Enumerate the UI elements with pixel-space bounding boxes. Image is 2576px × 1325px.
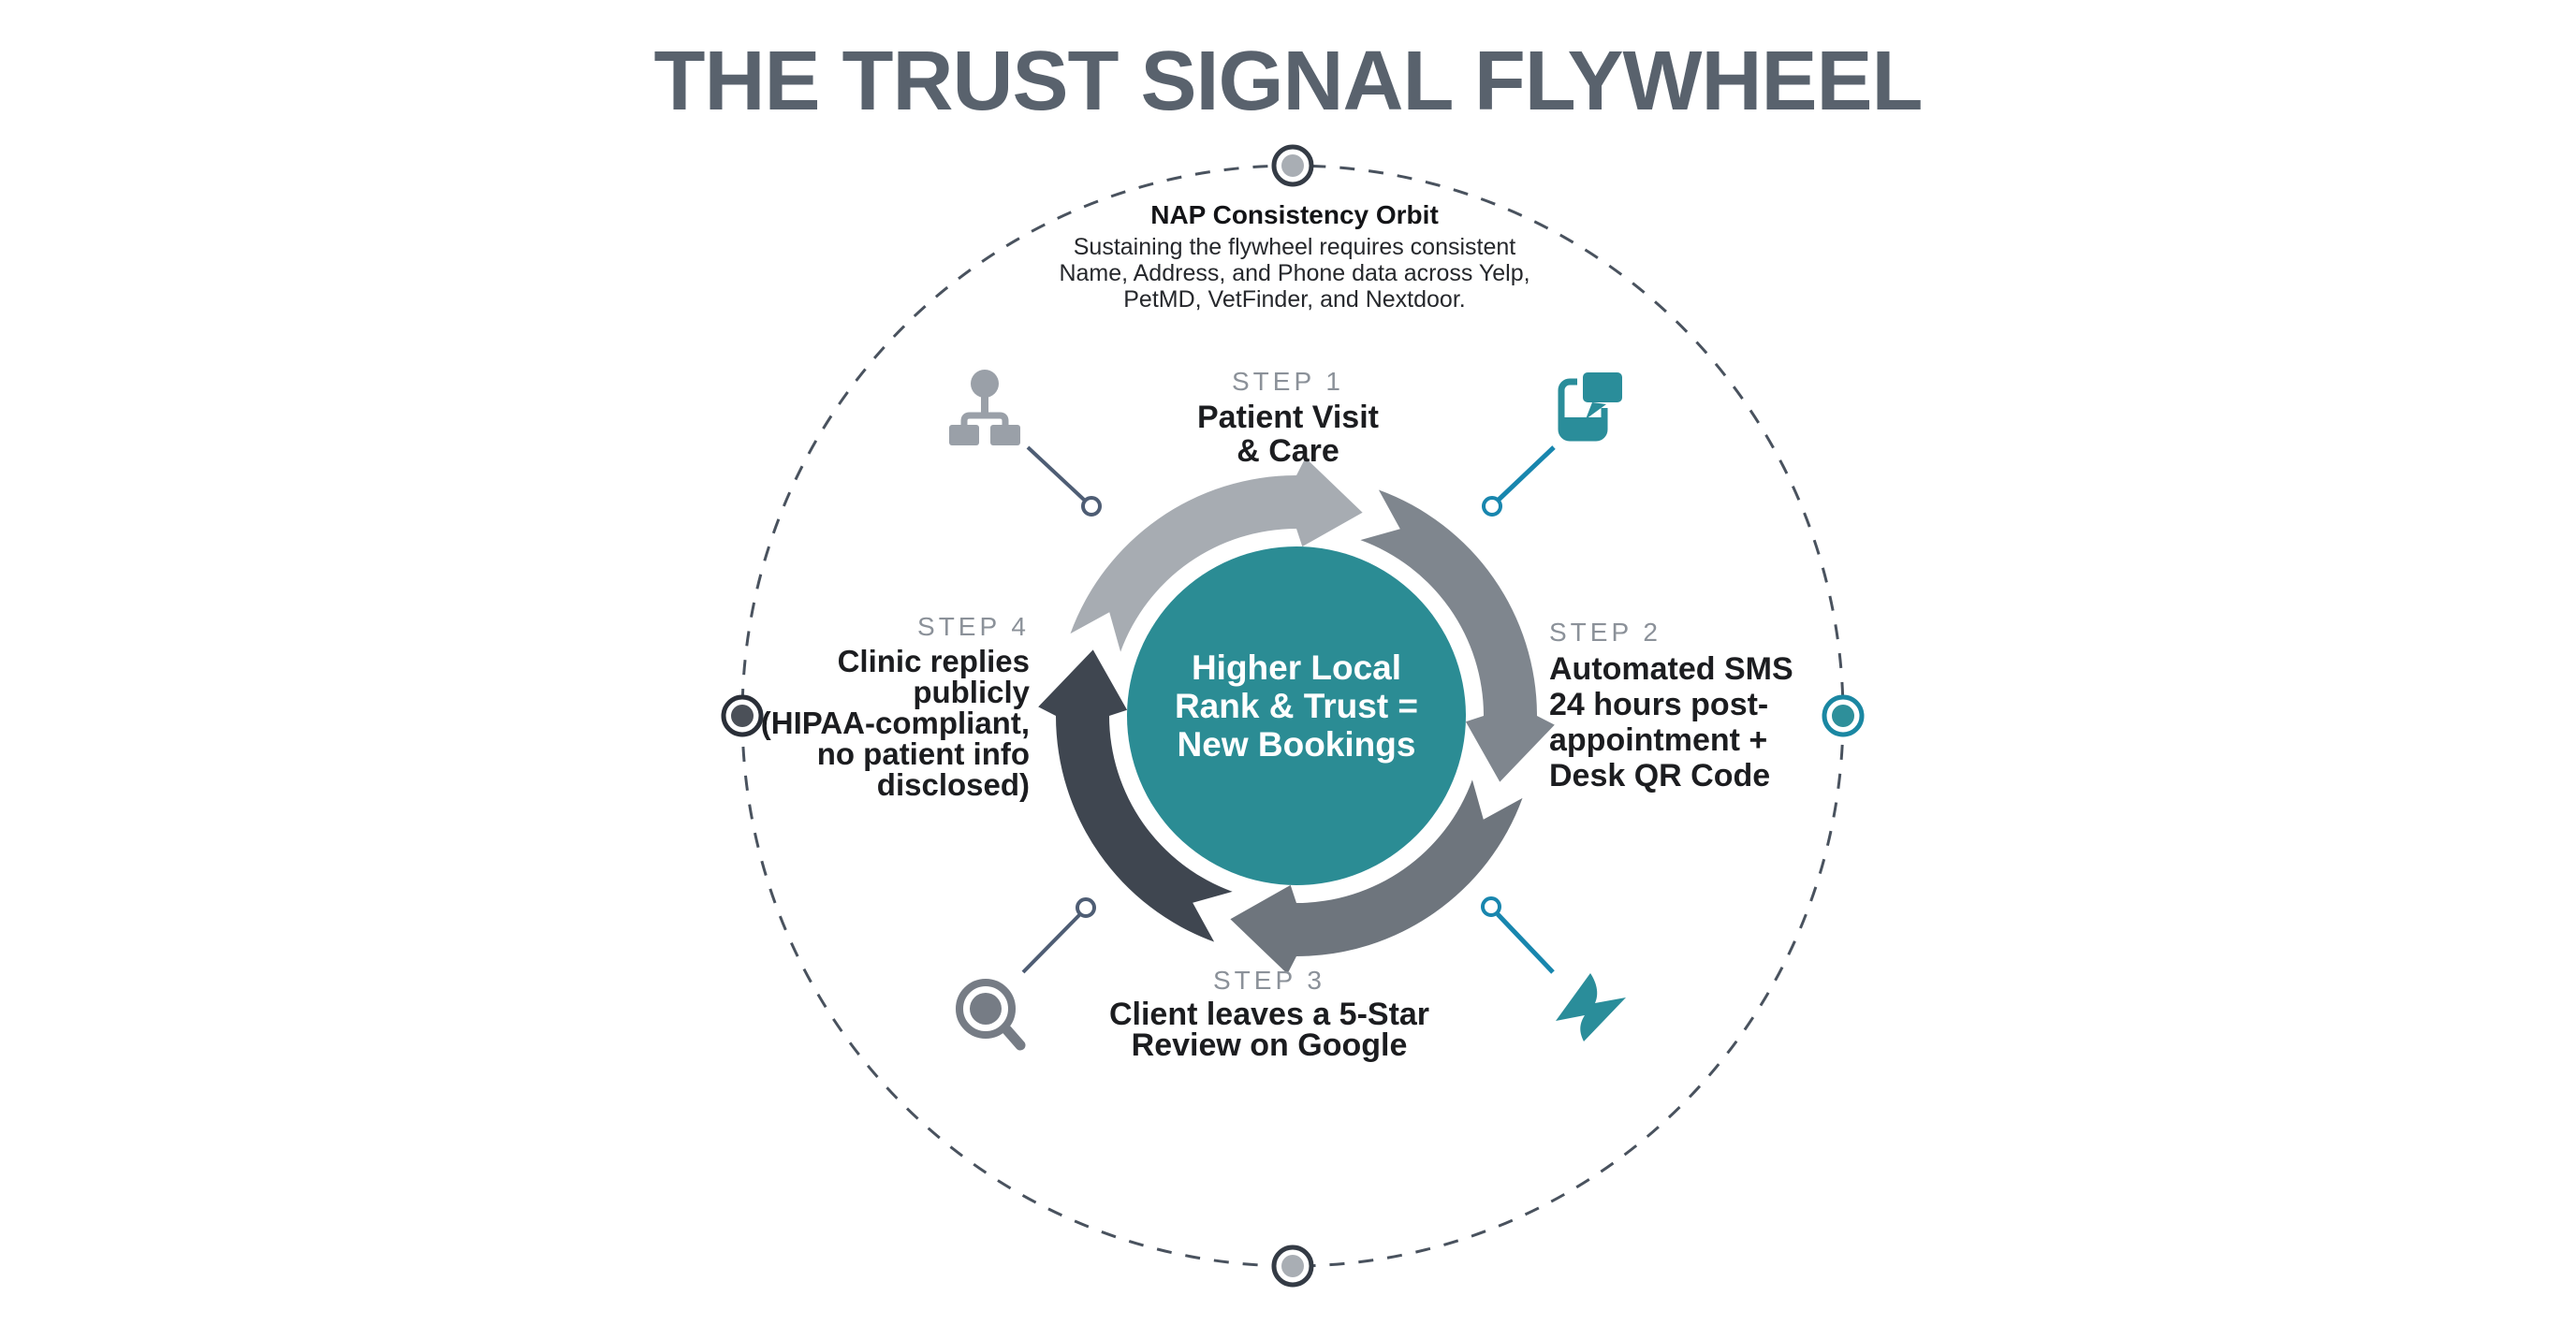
step-2-text-line: Desk QR Code (1549, 758, 1771, 794)
step-1-text-line: Patient Visit (1197, 400, 1379, 435)
center-text-line: Higher Local (1191, 648, 1402, 687)
step-4-text-line: Clinic replies (837, 644, 1030, 678)
nap-orbit-body-line: Sustaining the flywheel requires consist… (1073, 234, 1516, 260)
nap-orbit-body-line: Name, Address, and Phone data across Yel… (1059, 260, 1530, 286)
step-4-block: STEP 4 Clinic replies publicly (HIPAA-co… (627, 612, 1030, 800)
step-3-block: STEP 3 Client leaves a 5-Star Review on … (979, 966, 1559, 1061)
step-3-text-line: Client leaves a 5-Star (1108, 997, 1430, 1032)
step-4-label: STEP 4 (917, 612, 1030, 641)
step-4-text-line: (HIPAA-compliant, (760, 706, 1030, 740)
step-2-text-line: appointment + (1549, 722, 1768, 758)
orbit-node-top (1271, 144, 1314, 187)
magnifier-icon (956, 979, 1026, 1051)
step-3-label: STEP 3 (1213, 966, 1325, 995)
step-2-text-line: Automated SMS (1549, 651, 1793, 687)
orbit-node-right (1822, 694, 1865, 737)
step-1-text-line: & Care (1237, 433, 1339, 469)
connector-bottom-right (1481, 896, 1555, 974)
connector-top-right (1482, 445, 1556, 517)
orbit-node-bottom (1271, 1245, 1314, 1288)
step-2-block: STEP 2 Automated SMS 24 hours post- appo… (1549, 618, 1961, 794)
step-4-text-line: disclosed) (876, 767, 1030, 802)
lightning-icon (1556, 973, 1626, 1041)
step-1-block: STEP 1 Patient Visit & Care (1063, 367, 1513, 468)
sitemap-icon (949, 370, 1020, 445)
step-1-label: STEP 1 (1232, 367, 1344, 396)
center-text-line: Rank & Trust = (1174, 687, 1419, 725)
step-2-label: STEP 2 (1549, 618, 1661, 647)
nap-orbit-heading: NAP Consistency Orbit (1150, 200, 1439, 229)
nap-orbit-body-line: PetMD, VetFinder, and Nextdoor. (1123, 286, 1466, 313)
flywheel-center-text: Higher Local Rank & Trust = New Bookings (1109, 648, 1484, 764)
flywheel-center-circle (1127, 546, 1466, 885)
nap-orbit-block: NAP Consistency Orbit Sustaining the fly… (965, 200, 1624, 313)
connector-top-left (1026, 445, 1102, 517)
step-4-text-line: publicly (913, 675, 1030, 709)
phone-sms-icon (1558, 367, 1628, 442)
step-4-text-line: no patient info (816, 736, 1030, 771)
page-title: THE TRUST SIGNAL FLYWHEEL (653, 35, 1923, 128)
step-3-text-line: Review on Google (1131, 1027, 1408, 1063)
center-text-line: New Bookings (1177, 725, 1416, 764)
orbit-node-left (721, 694, 764, 737)
connector-bottom-left (1021, 897, 1096, 974)
step-2-text-line: 24 hours post- (1549, 687, 1769, 722)
